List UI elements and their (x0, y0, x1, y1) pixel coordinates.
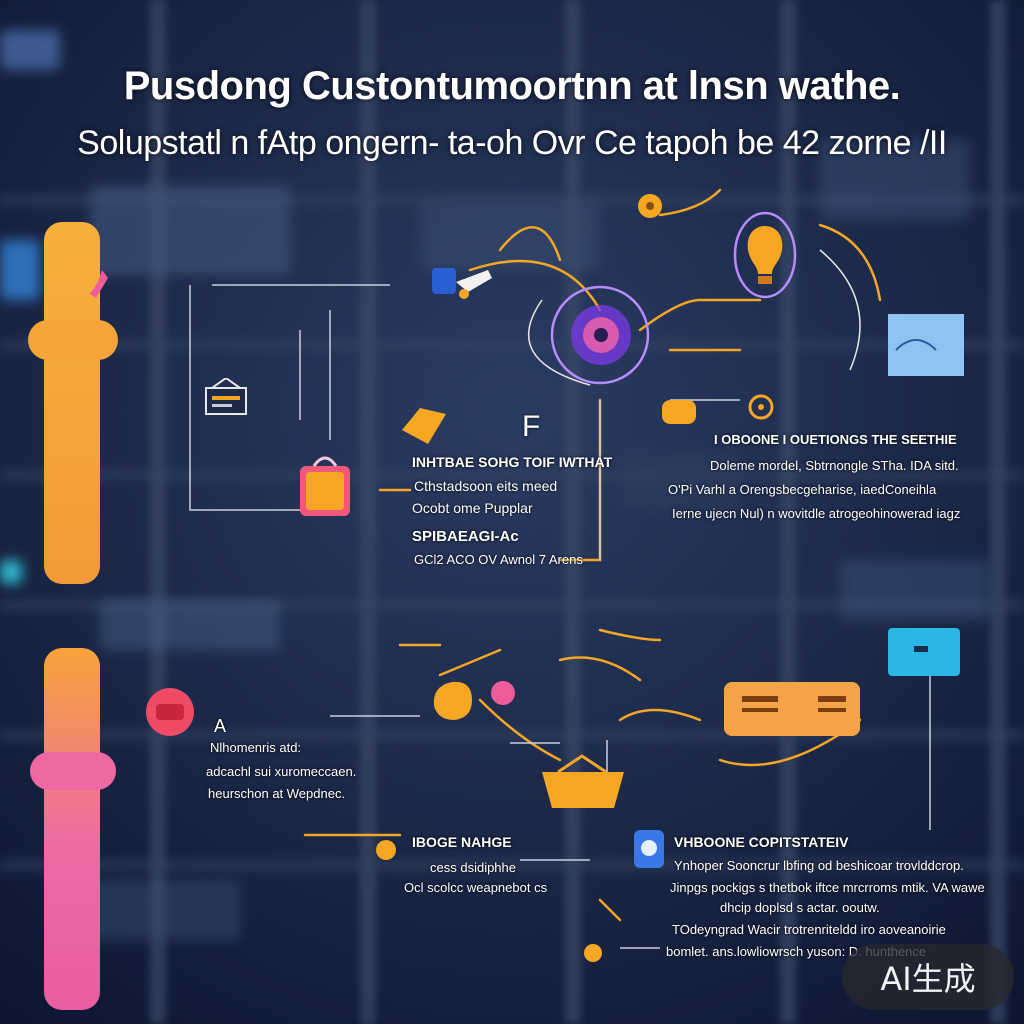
bottom-left-line: heurschon at Wepdnec. (208, 786, 346, 801)
robot-head-icon (144, 686, 196, 743)
orange-bar-knob (28, 320, 118, 360)
pink-bar-knob (30, 752, 116, 790)
bottom-left-line: adcachl sui xuromeccaen. (206, 764, 357, 779)
top-center-line: Cthstadsoon eits meed (414, 478, 558, 494)
top-right-line: Doleme mordel, Sbtrnongle STha. IDA sitd… (710, 458, 959, 473)
bottom-right-line: dhcip doplsd s actar. ooutw. (720, 900, 880, 915)
hand-tool-icon (398, 400, 454, 455)
top-center-heading: INHTBAE SOHG TOIF IWTHAT (412, 454, 613, 470)
bottom-left-glyph: A (214, 716, 227, 736)
settings-ring-icon (746, 392, 776, 427)
robot-arm-icon (428, 262, 498, 317)
bottom-right-line: Jinpgs pockigs s thetbok iftce mrcrroms … (670, 880, 985, 895)
basket-icon (538, 752, 628, 817)
top-right-heading: I OBOONE I OUETIONGS THE SEETHIE (714, 432, 957, 447)
gear-icon (632, 190, 672, 231)
bottom-left-line: Nlhomenris atd: (210, 740, 302, 755)
top-right-line: Ierne ujecn Nul) n wovitdle atrogeohinow… (672, 506, 961, 521)
bottom-right-heading: VHBOONE COPITSTATEIV (674, 834, 849, 850)
brain-icon (428, 676, 478, 731)
shopping-bag-icon (296, 452, 356, 527)
laptop-icon (884, 624, 964, 685)
ai-generated-watermark: AI生成 (842, 944, 1014, 1010)
bottom-center-line: Ocl scolcc weapnebot cs (404, 880, 548, 895)
block-glyph: F (522, 410, 541, 443)
chat-bubble-icon (660, 398, 700, 433)
monitor-icon (204, 376, 250, 423)
bottom-right-line: Ynhoper Sooncrur lbfing od beshicoar tro… (674, 858, 964, 873)
lightbulb-icon (742, 222, 788, 297)
brain-lightbulb-icon (568, 300, 634, 375)
orange-timeline-bar (44, 222, 100, 584)
document-icon (886, 310, 970, 385)
person-icon (488, 678, 518, 713)
top-center-heading-2: SPIBAEAGI-Ac (412, 528, 519, 545)
top-center-line: GCl2 ACO OV Awnol 7 Arens (414, 552, 583, 567)
page-title: Pusdong Custontumoortnn at lnsn wathe. (123, 64, 901, 108)
bottom-right-line: TOdeyngrad Wacir trotrenriteldd iro aove… (672, 922, 946, 937)
hand-pointer-icon (88, 268, 118, 313)
top-right-line: O'Pi Varhl a Orengsbecgeharise, iaedCone… (668, 482, 937, 497)
small-circle-icon (582, 942, 604, 969)
card-icon (722, 680, 862, 745)
bottom-center-heading: IBOGE NAHGE (412, 834, 512, 850)
mobile-user-icon (628, 828, 672, 877)
gradient-timeline-bar (44, 648, 100, 1010)
top-center-line: Ocobt ome Pupplar (412, 500, 533, 516)
page-subtitle: Solupstatl n fAtp ongern- ta-oh Ovr Ce t… (77, 124, 947, 162)
bottom-center-line: cess dsidiphhe (430, 860, 516, 875)
small-circle-icon (374, 838, 398, 867)
